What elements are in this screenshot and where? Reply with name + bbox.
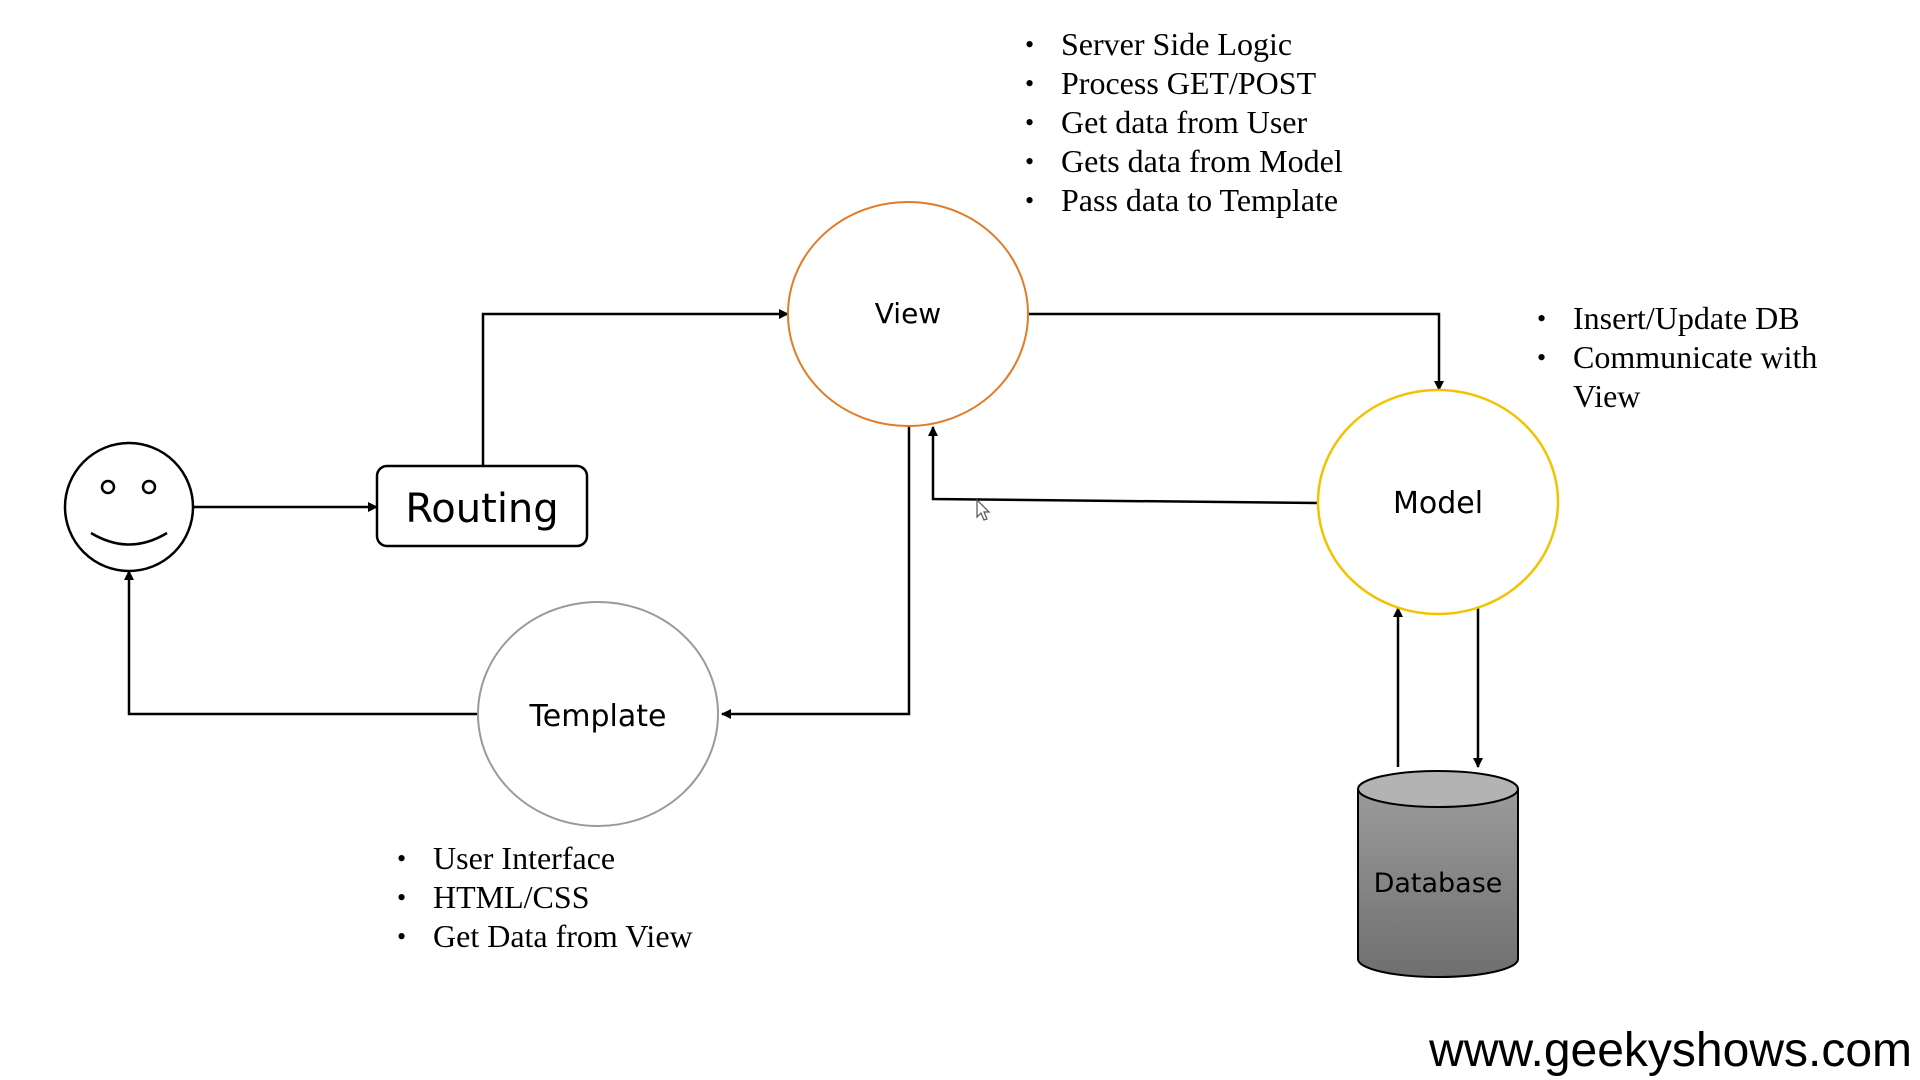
routing-node: Routing [375, 464, 589, 548]
arrow-template-to-user [124, 570, 477, 716]
template-node: Template [477, 601, 719, 827]
smiley-face-icon [63, 441, 195, 573]
list-item: Communicate with View [1537, 338, 1873, 416]
mouse-pointer-icon [976, 498, 991, 521]
database-label: Database [1374, 868, 1503, 899]
watermark-url: www.geekyshows.com [1429, 1024, 1912, 1077]
model-notes-list: Insert/Update DB Communicate with View [1537, 299, 1873, 416]
arrow-view-to-template [721, 426, 911, 719]
template-notes-list: User Interface HTML/CSS Get Data from Vi… [397, 839, 693, 956]
view-node: View [787, 201, 1029, 427]
list-item: Pass data to Template [1025, 181, 1343, 220]
view-notes-list: Server Side Logic Process GET/POST Get d… [1025, 25, 1343, 220]
list-item: Insert/Update DB [1537, 299, 1873, 338]
list-item: Get data from User [1025, 103, 1343, 142]
database-node: Database [1357, 770, 1519, 978]
arrow-routing-to-view [481, 309, 789, 466]
routing-label: Routing [405, 486, 558, 532]
model-label: Model [1393, 486, 1483, 521]
list-item: Process GET/POST [1025, 64, 1343, 103]
list-item: Server Side Logic [1025, 25, 1343, 64]
list-item: Gets data from Model [1025, 142, 1343, 181]
model-node: Model [1316, 388, 1560, 616]
list-item: Get Data from View [397, 917, 693, 956]
view-label: View [875, 297, 941, 330]
arrow-model-to-view [928, 426, 1319, 505]
arrow-view-to-model [1028, 312, 1444, 391]
list-item: HTML/CSS [397, 878, 693, 917]
list-item: User Interface [397, 839, 693, 878]
template-label: Template [529, 699, 667, 734]
